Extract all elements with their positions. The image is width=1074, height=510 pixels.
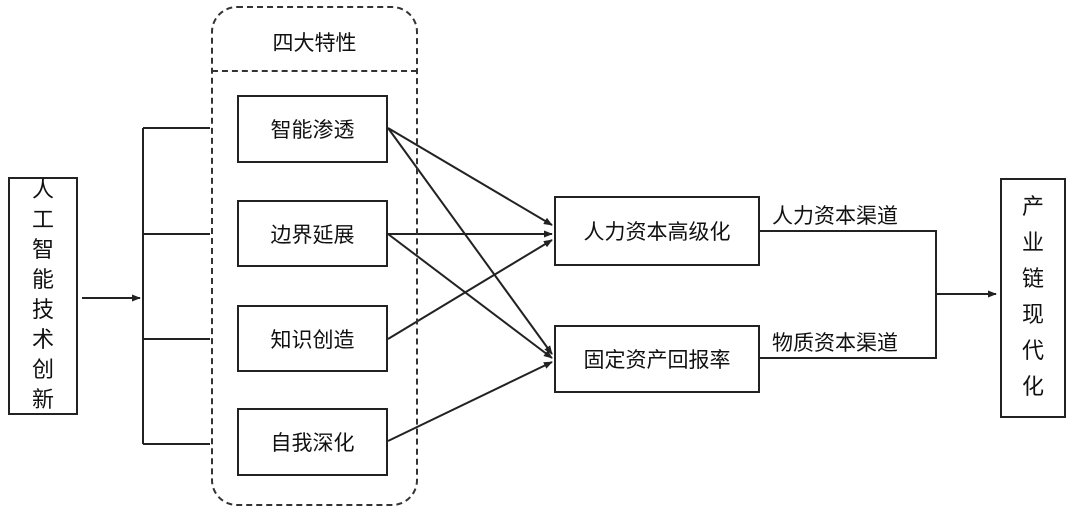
mediator-box-fixed-asset-return: 固定资产回报率 [554, 325, 760, 393]
outcome-char: 链 [1021, 267, 1044, 292]
arrow-ziwo-to-fixed [387, 361, 553, 442]
source-char: 创 [31, 358, 54, 383]
channel-label-human-capital: 人力资本渠道 [772, 204, 898, 228]
source-char: 人 [31, 178, 54, 203]
features-group-title: 四大特性 [272, 31, 357, 55]
source-box-ai-innovation: 人 工 智 能 技 术 创 新 [8, 177, 78, 415]
outcome-char: 产 [1021, 195, 1044, 220]
source-char: 技 [31, 298, 54, 323]
feature-box-ziwo-shenhua: 自我深化 [237, 408, 388, 476]
features-group [211, 6, 418, 506]
arrow-zhishi-to-human [387, 239, 553, 340]
feature-box-bianjie-yanzhan: 边界延展 [237, 200, 388, 267]
arrow-zhineng-to-fixed [387, 127, 553, 355]
source-char: 能 [31, 268, 54, 293]
outcome-char: 代 [1021, 339, 1044, 364]
outcome-box-industrial-chain-modernization: 产 业 链 现 代 化 [1000, 178, 1066, 418]
source-char: 智 [31, 238, 54, 263]
features-group-divider [212, 70, 417, 72]
arrow-zhineng-to-human [387, 127, 553, 226]
outcome-char: 化 [1021, 375, 1044, 400]
outcome-char: 业 [1021, 231, 1044, 256]
channel-label-physical-capital: 物质资本渠道 [772, 331, 898, 355]
feature-box-zhishi-chuangzao: 知识创造 [237, 305, 388, 372]
outcome-char: 现 [1021, 303, 1044, 328]
source-char: 工 [31, 208, 54, 233]
mediator-box-human-capital: 人力资本高级化 [554, 196, 760, 266]
arrow-bianjie-to-fixed [387, 233, 553, 359]
source-char: 术 [31, 328, 54, 353]
feature-box-zhineng-shentou: 智能渗透 [237, 95, 388, 163]
source-char: 新 [31, 388, 54, 413]
